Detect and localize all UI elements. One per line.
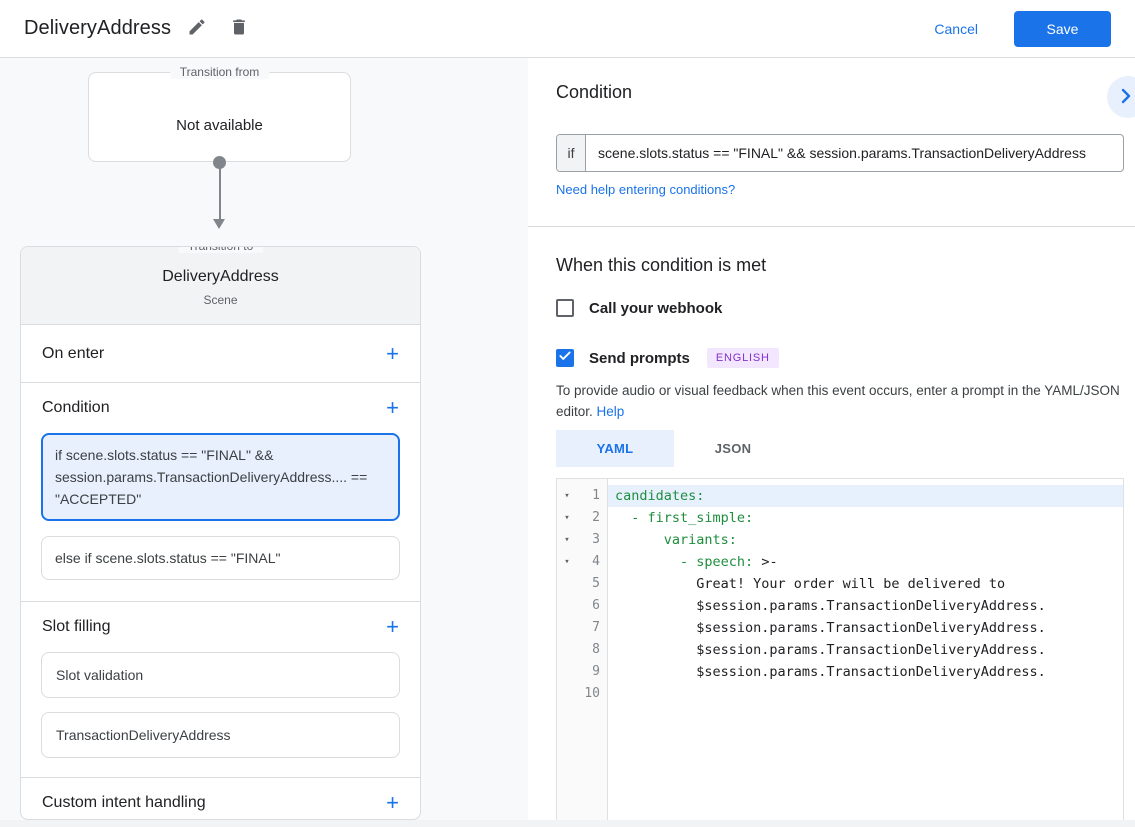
transition-from-box: Transition from Not available [88, 65, 351, 162]
transition-to-card: Transition to DeliveryAddress Scene On e… [20, 246, 421, 820]
edit-scene-button[interactable] [181, 11, 213, 46]
tab-yaml[interactable]: YAML [556, 430, 674, 467]
slot-validation-card[interactable]: Slot validation [41, 652, 400, 698]
trash-icon [229, 17, 249, 40]
scene-header: DeliveryAddress Scene [21, 247, 420, 325]
connector-arrowhead-icon [213, 219, 225, 229]
editor-format-tabs: YAML JSON [556, 430, 792, 467]
custom-intent-label: Custom intent handling [42, 794, 206, 811]
code-line: candidates: [608, 485, 1123, 507]
connector-line [218, 168, 221, 220]
transition-to-label: Transition to [177, 247, 264, 253]
editor-gutter: ▾ 1 ▾ 2 ▾ 3 ▾ 4 5 6 7 8 9 10 [557, 479, 608, 826]
line-number: 3 [592, 532, 600, 547]
collapse-panel-button[interactable] [1107, 76, 1135, 118]
line-number: 2 [592, 510, 600, 525]
fold-arrow-icon [557, 573, 577, 595]
scene-canvas: Transition from Not available Transition… [0, 58, 528, 827]
code-line: variants: [663, 532, 737, 548]
connector-dot [213, 156, 226, 169]
line-number: 6 [592, 598, 600, 613]
line-number: 7 [592, 620, 600, 635]
if-prefix: if [557, 135, 586, 171]
scene-type: Scene [203, 293, 238, 307]
section-slot-filling: Slot filling + Slot validation Transacti… [21, 602, 420, 778]
add-on-enter-button[interactable]: + [386, 340, 399, 366]
chevron-right-icon [1114, 84, 1135, 111]
scene-name: DeliveryAddress [162, 268, 279, 285]
code-line: $session.params.TransactionDeliveryAddre… [615, 620, 1046, 636]
condition-card[interactable]: else if scene.slots.status == "FINAL" [41, 536, 400, 580]
when-condition-title: When this condition is met [556, 255, 767, 275]
fold-arrow-icon [557, 639, 577, 661]
transition-from-label: Transition from [169, 65, 270, 79]
call-webhook-checkbox[interactable] [556, 299, 574, 317]
fold-arrow-icon[interactable]: ▾ [564, 535, 570, 545]
code-line: $session.params.TransactionDeliveryAddre… [615, 664, 1046, 680]
code-line: - first_simple: [631, 510, 754, 526]
code-line: $session.params.TransactionDeliveryAddre… [615, 642, 1046, 658]
horizontal-scrollbar-track[interactable] [0, 820, 1135, 827]
add-slot-button[interactable]: + [386, 614, 399, 639]
save-button[interactable]: Save [1014, 10, 1111, 47]
send-prompts-checkbox[interactable] [556, 349, 574, 367]
section-condition: Condition + if scene.slots.status == "FI… [21, 383, 420, 602]
condition-label: Condition [42, 399, 110, 416]
line-number: 5 [592, 576, 600, 591]
fold-arrow-icon [557, 661, 577, 683]
prompt-help-body: To provide audio or visual feedback when… [556, 383, 1120, 419]
editor-code-area[interactable]: candidates: - first_simple: variants: - … [608, 479, 1123, 826]
page-title: DeliveryAddress [24, 17, 172, 39]
code-line: $session.params.TransactionDeliveryAddre… [615, 598, 1046, 614]
transition-from-value: Not available [176, 117, 263, 134]
call-webhook-label: Call your webhook [589, 299, 723, 317]
panel-divider [528, 226, 1135, 227]
line-number: 10 [584, 686, 600, 701]
line-number: 9 [592, 664, 600, 679]
line-number: 8 [592, 642, 600, 657]
slot-filling-label: Slot filling [42, 618, 111, 635]
section-custom-intent: Custom intent handling + [21, 778, 420, 819]
fold-arrow-icon[interactable]: ▾ [564, 557, 570, 567]
tab-json[interactable]: JSON [714, 441, 752, 456]
section-on-enter: On enter + [21, 325, 420, 383]
condition-help-link[interactable]: Need help entering conditions? [556, 182, 736, 197]
fold-arrow-icon [557, 595, 577, 617]
add-condition-button[interactable]: + [386, 395, 399, 420]
fold-arrow-icon [557, 617, 577, 639]
line-number: 1 [592, 488, 600, 503]
code-line [608, 683, 1123, 705]
top-bar: DeliveryAddress Cancel Save [0, 0, 1135, 58]
send-prompts-label: Send prompts [589, 349, 690, 367]
code-line: Great! Your order will be delivered to [615, 576, 1006, 592]
main-area: Transition from Not available Transition… [0, 58, 1135, 827]
on-enter-label: On enter [42, 344, 105, 362]
prompt-help-text: To provide audio or visual feedback when… [556, 380, 1131, 422]
fold-arrow-icon[interactable]: ▾ [564, 491, 570, 501]
panel-title: Condition [556, 82, 633, 102]
line-number: 4 [592, 554, 600, 569]
condition-expression-row: if scene.slots.status == "FINAL" && sess… [556, 134, 1124, 172]
yaml-code-editor[interactable]: ▾ 1 ▾ 2 ▾ 3 ▾ 4 5 6 7 8 9 10 candidates: - first_simp… [556, 478, 1124, 827]
fold-arrow-icon [557, 683, 577, 705]
fold-arrow-icon[interactable]: ▾ [564, 513, 570, 523]
condition-expression-input[interactable]: scene.slots.status == "FINAL" && session… [598, 145, 1086, 161]
checkmark-icon [558, 349, 572, 368]
delete-scene-button[interactable] [223, 11, 255, 46]
condition-editor-panel: Condition if scene.slots.status == "FINA… [528, 58, 1135, 827]
add-custom-intent-button[interactable]: + [386, 790, 399, 815]
cancel-button[interactable]: Cancel [934, 20, 978, 37]
pencil-icon [187, 17, 207, 40]
transaction-delivery-address-card[interactable]: TransactionDeliveryAddress [41, 712, 400, 758]
condition-card-selected[interactable]: if scene.slots.status == "FINAL" && sess… [41, 433, 400, 521]
language-badge: ENGLISH [706, 348, 779, 368]
help-link[interactable]: Help [596, 404, 625, 419]
code-line: - speech: >- [680, 554, 778, 570]
